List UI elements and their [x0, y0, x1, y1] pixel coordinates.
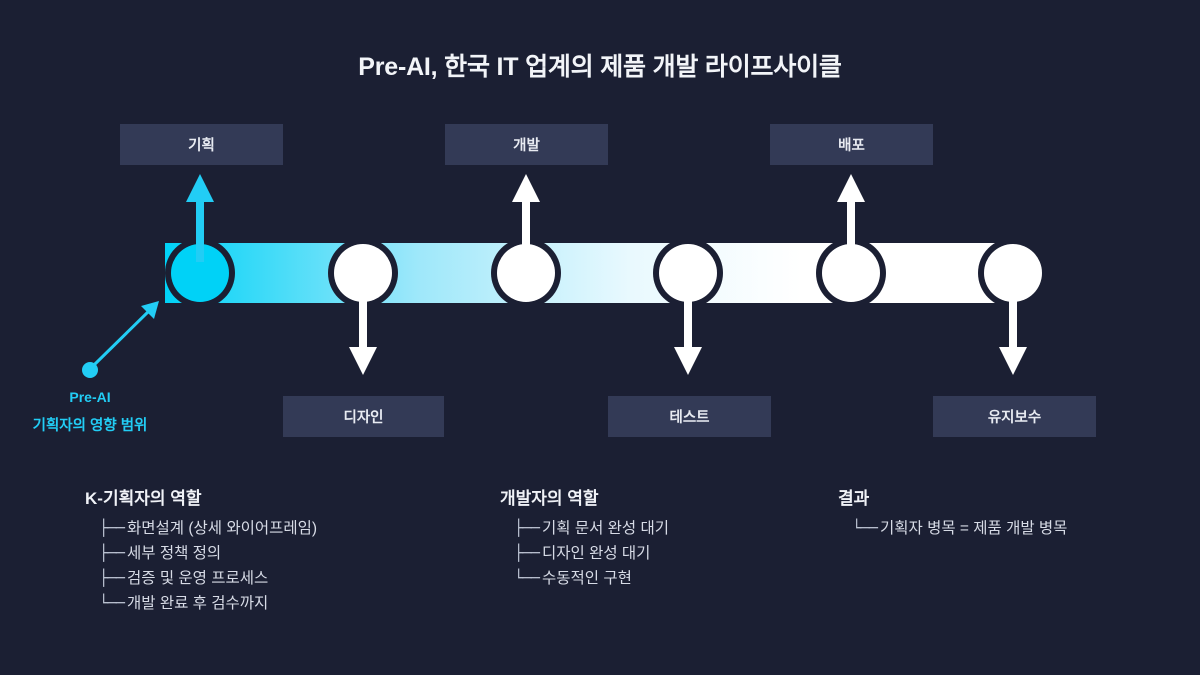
role-heading: 개발자의 역할 [500, 489, 599, 508]
annotation-label-pre-ai: Pre-AI [69, 389, 111, 405]
timeline-node-4 [659, 244, 717, 302]
role-column-result: 결과 └──기획자 병목 = 제품 개발 병목 [838, 484, 1067, 541]
role-list-item: └──수동적인 구현 [500, 566, 669, 591]
annotation-pointer [82, 301, 159, 378]
role-list-item: └──개발 완료 후 검수까지 [85, 591, 317, 616]
tree-branch-icon: ├── [514, 519, 540, 537]
role-item-label: 기획자 병목 = 제품 개발 병목 [880, 520, 1068, 537]
connector-arrow-down-design [349, 285, 377, 375]
stage-box-planning: 기획 [120, 124, 283, 165]
connector-arrow-up-deploy [837, 174, 865, 262]
role-column-developer: 개발자의 역할 ├──기획 문서 완성 대기 ├──디자인 완성 대기 └──수… [500, 484, 669, 591]
tree-branch-icon: ├── [514, 544, 540, 562]
role-item-list: └──기획자 병목 = 제품 개발 병목 [838, 516, 1067, 541]
role-heading: K-기획자의 역할 [85, 489, 202, 508]
role-item-label: 화면설계 (상세 와이어프레임) [127, 520, 318, 537]
role-item-label: 검증 및 운영 프로세스 [127, 570, 269, 587]
timeline-node-1 [171, 244, 229, 302]
stage-box-test: 테스트 [608, 396, 771, 437]
role-heading: 결과 [838, 489, 870, 508]
role-item-list: ├──기획 문서 완성 대기 ├──디자인 완성 대기 └──수동적인 구현 [500, 516, 669, 591]
stage-box-label: 디자인 [343, 410, 384, 426]
role-list-item: ├──디자인 완성 대기 [500, 541, 669, 566]
tree-branch-icon: ├── [99, 544, 125, 562]
role-column-planner: K-기획자의 역할 ├──화면설계 (상세 와이어프레임) ├──세부 정책 정… [85, 484, 317, 616]
timeline-node-2 [334, 244, 392, 302]
role-item-label: 수동적인 구현 [542, 570, 632, 587]
role-item-label: 기획 문서 완성 대기 [542, 520, 669, 537]
role-item-label: 디자인 완성 대기 [542, 545, 651, 562]
tree-branch-icon: ├── [99, 569, 125, 587]
stage-box-development: 개발 [445, 124, 608, 165]
role-list-item: ├──검증 및 운영 프로세스 [85, 566, 317, 591]
stage-box-label: 개발 [513, 138, 540, 154]
role-list-item: ├──세부 정책 정의 [85, 541, 317, 566]
role-item-label: 개발 완료 후 검수까지 [127, 595, 269, 612]
connector-arrow-down-test [674, 285, 702, 375]
connector-arrow-up-development [512, 174, 540, 262]
stage-box-label: 배포 [838, 138, 865, 154]
stage-box-label: 유지보수 [987, 410, 1042, 426]
stage-box-design: 디자인 [283, 396, 444, 437]
stage-box-label: 테스트 [669, 410, 710, 426]
tree-branch-icon: ├── [99, 519, 125, 537]
role-list-item: └──기획자 병목 = 제품 개발 병목 [838, 516, 1067, 541]
roles-section: K-기획자의 역할 ├──화면설계 (상세 와이어프레임) ├──세부 정책 정… [0, 484, 1200, 664]
role-item-label: 세부 정책 정의 [127, 545, 222, 562]
connector-arrow-down-maintenance [999, 285, 1027, 375]
tree-branch-end-icon: └── [852, 519, 878, 537]
role-list-item: ├──기획 문서 완성 대기 [500, 516, 669, 541]
connector-arrow-up-planning [186, 174, 214, 262]
role-item-list: ├──화면설계 (상세 와이어프레임) ├──세부 정책 정의 ├──검증 및 … [85, 516, 317, 616]
timeline-node-3 [497, 244, 555, 302]
stage-box-deploy: 배포 [770, 124, 933, 165]
tree-branch-end-icon: └── [99, 594, 125, 612]
annotation-label-scope: 기획자의 영향 범위 [32, 418, 148, 434]
timeline-node-5 [822, 244, 880, 302]
role-list-item: ├──화면설계 (상세 와이어프레임) [85, 516, 317, 541]
timeline-node-6 [984, 244, 1042, 302]
tree-branch-end-icon: └── [514, 569, 540, 587]
stage-box-label: 기획 [188, 138, 215, 154]
timeline-bar [165, 243, 1013, 303]
stage-box-maintenance: 유지보수 [933, 396, 1096, 437]
page-title: Pre-AI, 한국 IT 업계의 제품 개발 라이프사이클 [358, 53, 842, 81]
